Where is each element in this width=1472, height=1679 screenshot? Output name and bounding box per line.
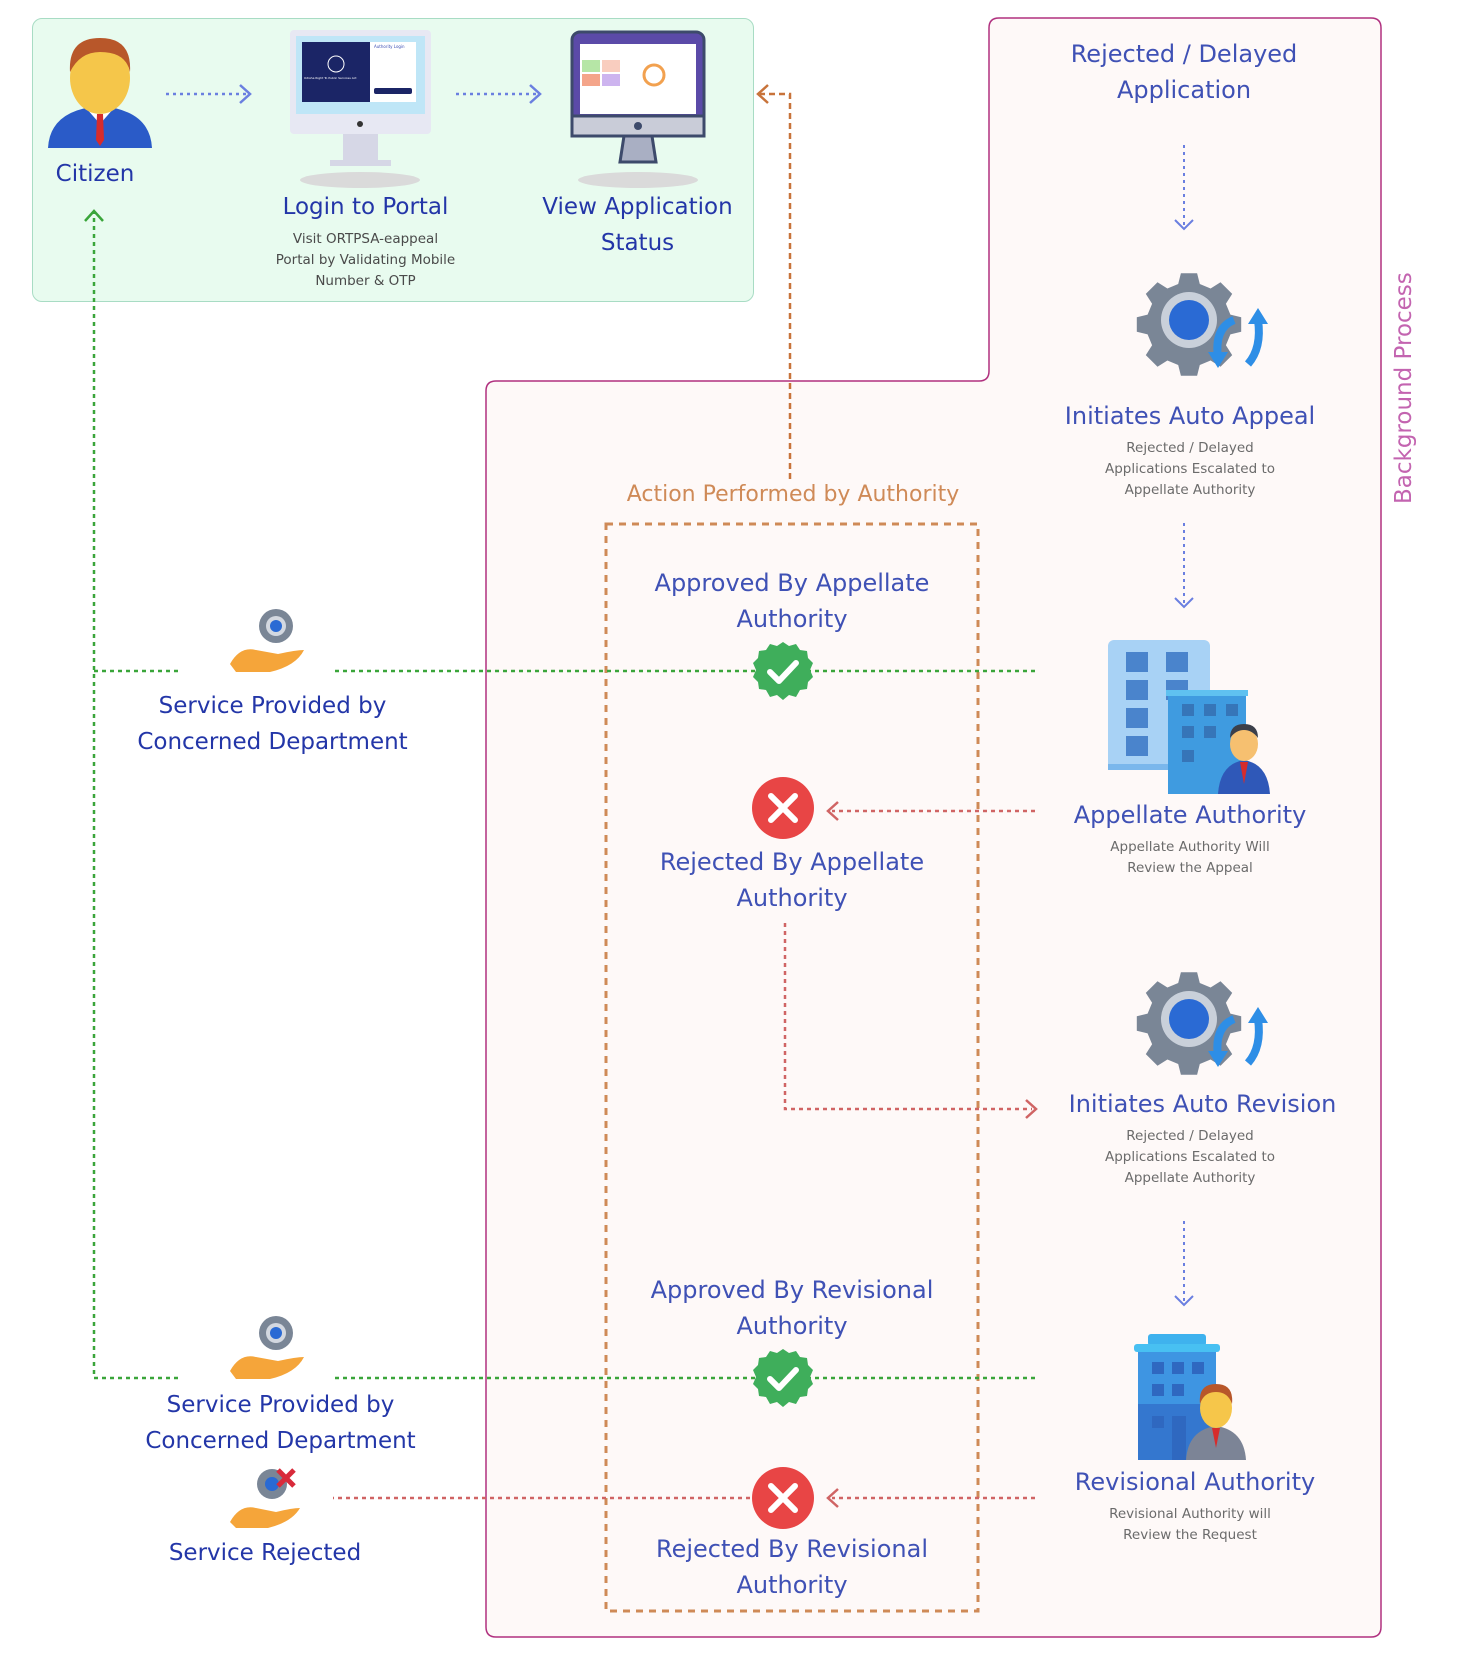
login-description: Visit ORTPSA-eappeal Portal by Validatin… — [275, 231, 456, 289]
flow-arrow-citizen-to-login — [166, 84, 252, 104]
flow-arrow-rejected-to-revision — [783, 923, 1038, 1119]
hand-gear-icon — [226, 1313, 306, 1383]
x-circle-icon — [751, 776, 815, 840]
flow-arrow-login-to-status — [456, 84, 542, 104]
flow-arrow-rejected-to-appeal — [1174, 145, 1194, 231]
hand-gear-rejected-icon — [226, 1466, 306, 1532]
rejected-revisional-line — [333, 1488, 1035, 1508]
action-box-title: Action Performed by Authority — [626, 482, 960, 507]
gear-sync-icon — [1136, 967, 1272, 1075]
auto-appeal-description: Rejected / Delayed Applications Escalate… — [1104, 440, 1276, 498]
login-monitor-icon: Authority Login Odisha Right To Public S… — [288, 30, 433, 188]
flow-arrow-appeal-to-appellate — [1174, 523, 1194, 609]
approved-appellate-title: Approved By Appellate Authority — [654, 569, 930, 633]
check-badge-icon — [751, 640, 815, 704]
citizen-avatar-icon — [40, 28, 160, 153]
rejected-revisional-title: Rejected By Revisional Authority — [655, 1535, 928, 1599]
building-officer-icon — [1128, 1332, 1252, 1460]
building-officer-icon — [1106, 638, 1272, 794]
login-screen-banner: Odisha Right To Public Services Act — [304, 76, 357, 80]
rejected-appellate-title: Rejected By Appellate Authority — [659, 848, 925, 912]
auto-revision-description: Rejected / Delayed Applications Escalate… — [1104, 1128, 1276, 1186]
service-rejected-title: Service Rejected — [168, 1540, 362, 1566]
auto-appeal-title: Initiates Auto Appeal — [1064, 402, 1316, 430]
auto-revision-title: Initiates Auto Revision — [1068, 1090, 1337, 1118]
flow-arrow-to-citizen — [84, 209, 104, 222]
x-circle-icon — [751, 1466, 815, 1530]
rejected-delayed-title: Rejected / Delayed Application — [1070, 40, 1298, 104]
dashboard-monitor-icon — [570, 30, 706, 190]
citizen-label: Citizen — [55, 161, 135, 187]
service-provided-1-title: Service Provided by Concerned Department — [137, 693, 408, 755]
appellate-authority-title: Appellate Authority — [1073, 801, 1307, 829]
appellate-authority-description: Appellate Authority Will Review the Appe… — [1110, 839, 1270, 876]
approved-revisional-line — [92, 212, 1035, 1380]
gear-sync-icon — [1136, 268, 1272, 376]
status-title: View Application Status — [542, 194, 733, 256]
revisional-authority-description: Revisional Authority will Review the Req… — [1109, 1506, 1271, 1543]
approved-revisional-title: Approved By Revisional Authority — [650, 1276, 934, 1340]
revisional-authority-title: Revisional Authority — [1074, 1468, 1316, 1496]
login-screen-heading: Authority Login — [374, 44, 405, 49]
check-badge-icon — [751, 1347, 815, 1411]
background-process-label: Background Process — [1391, 272, 1417, 504]
action-box-border — [604, 522, 980, 1613]
hand-gear-icon — [226, 606, 306, 676]
service-provided-2-title: Service Provided by Concerned Department — [145, 1392, 416, 1454]
rejected-appellate-line — [826, 801, 1035, 821]
flow-arrow-revision-to-revisional — [1174, 1221, 1194, 1307]
login-title: Login to Portal — [282, 194, 449, 220]
flow-arrow-authority-to-status — [756, 84, 792, 479]
